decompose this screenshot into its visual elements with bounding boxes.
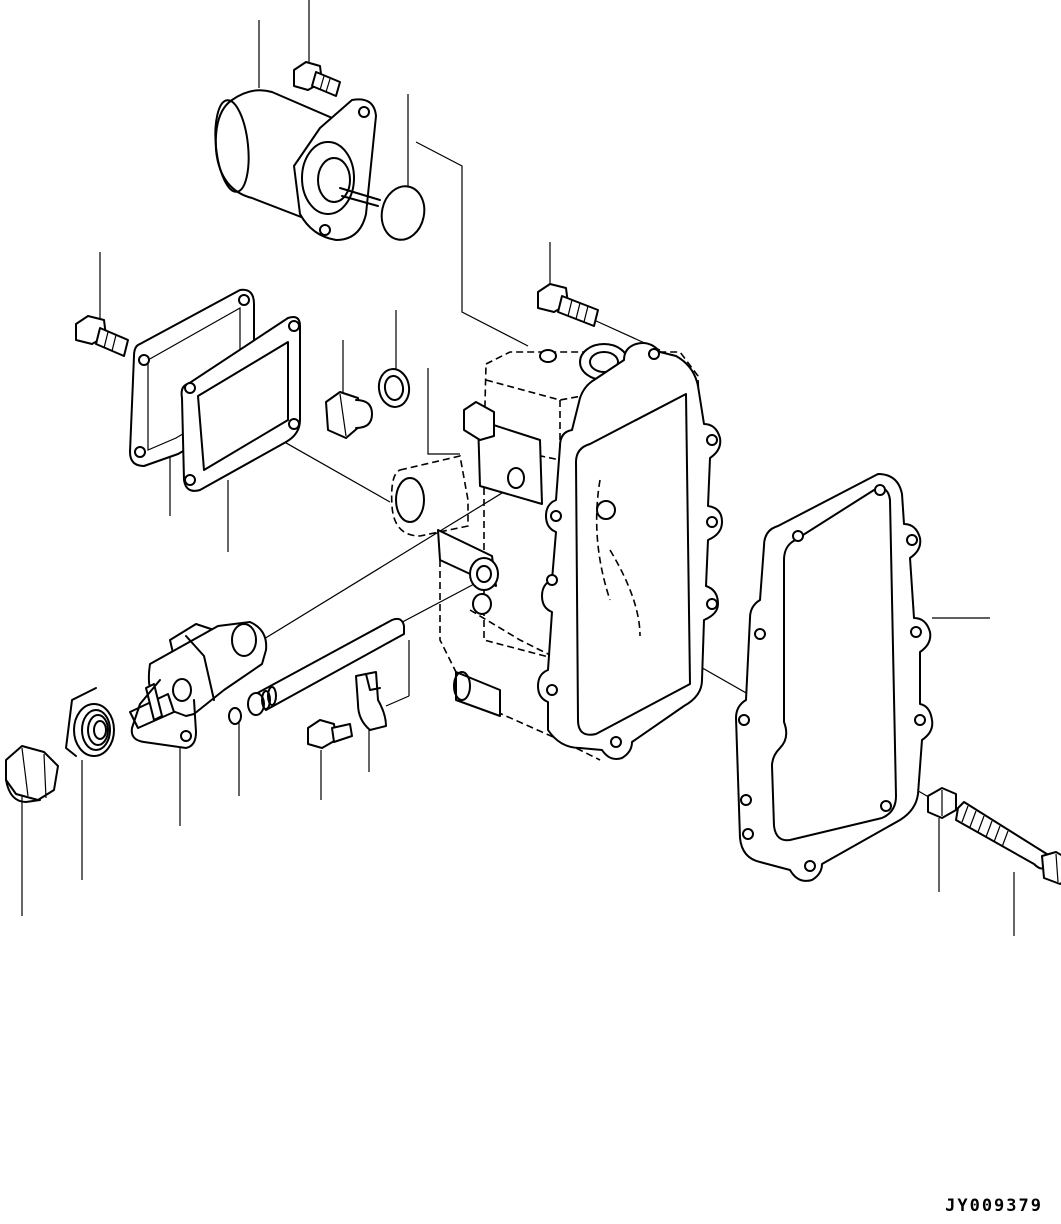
bolt-small-lower [307, 719, 353, 749]
governor-housing [390, 342, 723, 761]
plug-bolt-middle [325, 391, 373, 439]
solenoid-assembly [214, 89, 381, 241]
washer-middle [377, 368, 411, 408]
bolt-top [293, 61, 341, 97]
bolt-left [75, 315, 129, 357]
plug-bolt-lower [5, 745, 59, 803]
long-bolt-right [955, 801, 1061, 885]
o-ring-large [380, 185, 426, 241]
o-ring-small [228, 707, 242, 725]
nut-right [927, 787, 957, 819]
bolt-right-top [537, 283, 599, 327]
gasket-small [180, 316, 301, 492]
shaft-lever-assembly [129, 621, 268, 749]
torsion-spring [65, 687, 115, 757]
long-shaft [247, 617, 405, 716]
gasket-large [735, 473, 934, 882]
lock-plate [355, 671, 387, 731]
drawing-code-label: JY009379 [945, 1196, 1043, 1216]
